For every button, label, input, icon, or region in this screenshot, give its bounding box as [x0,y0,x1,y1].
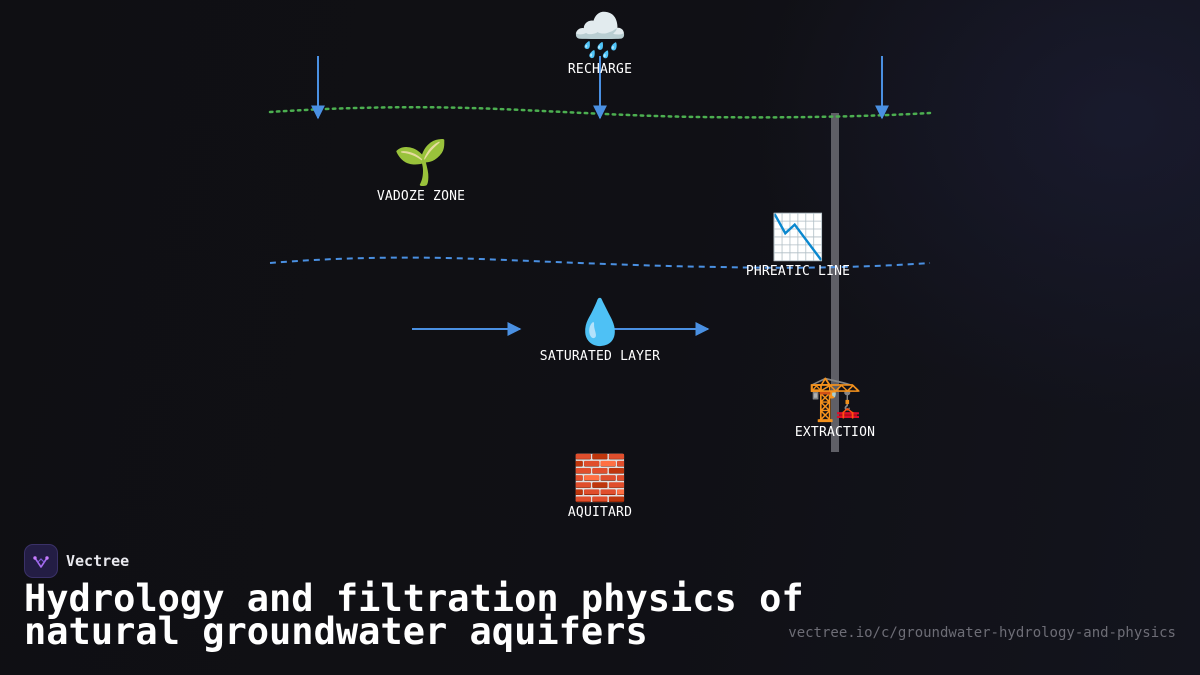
page-title: Hydrology and filtration physics of natu… [24,577,804,653]
seedling-icon: 🌱 [393,137,449,188]
extraction-label: EXTRACTION [794,425,876,440]
brand-name: Vectree [66,552,130,570]
droplet-icon: 💧 [572,297,628,348]
aquitard-label: AQUITARD [567,505,633,520]
brick-icon: 🧱 [572,453,628,504]
vectree-logo-icon [24,544,58,578]
saturated-layer-node: 💧 SATURATED LAYER [540,297,660,364]
ground-surface-line [268,105,932,119]
well-shaft [831,113,839,452]
rain-cloud-icon: 🌧️ [572,10,628,61]
extraction-node: 🏗️ EXTRACTION [795,373,875,440]
phreatic-line-node: 📉 PHREATIC LINE [746,212,850,279]
saturated-layer-label: SATURATED LAYER [539,349,661,364]
recharge-node: 🌧️ RECHARGE [568,10,632,77]
crane-icon: 🏗️ [807,373,863,424]
chart-decreasing-icon: 📉 [770,212,826,263]
phreatic-line-label: PHREATIC LINE [745,264,851,279]
aquitard-node: 🧱 AQUITARD [568,453,632,520]
source-url: vectree.io/c/groundwater-hydrology-and-p… [788,625,1176,641]
water-table-line [269,256,931,269]
recharge-label: RECHARGE [567,62,633,77]
vadoze-zone-node: 🌱 VADOZE ZONE [377,137,465,204]
vadoze-zone-label: VADOZE ZONE [376,189,466,204]
brand: Vectree [24,544,129,578]
